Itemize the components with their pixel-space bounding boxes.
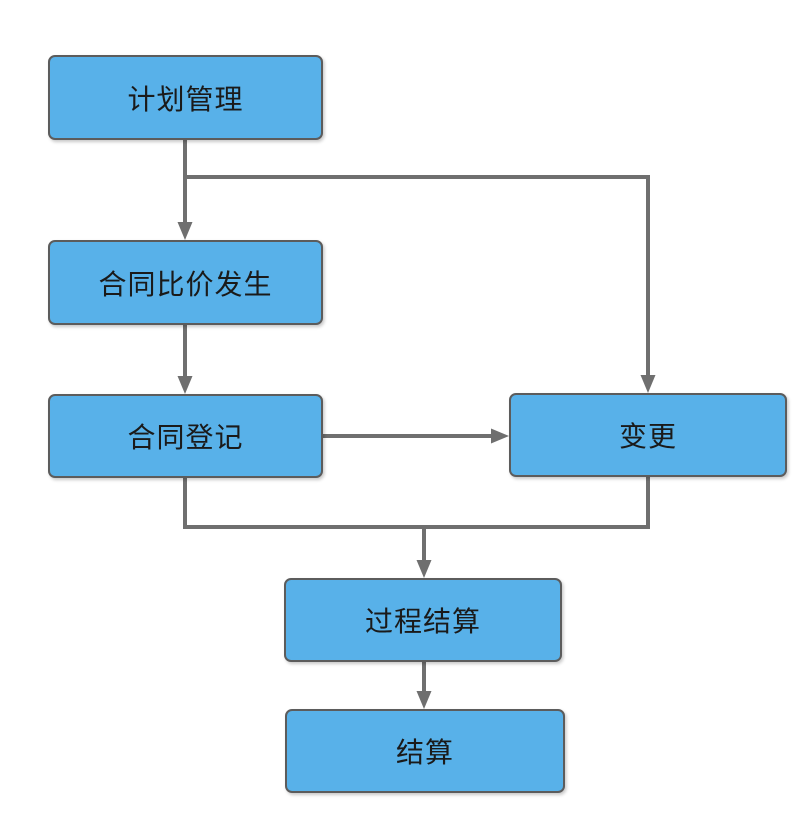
edge-plan-to-price-comparison bbox=[177, 140, 193, 240]
node-label: 合同登记 bbox=[127, 422, 244, 453]
edge-plan-to-change bbox=[185, 175, 656, 393]
node-label: 过程结算 bbox=[364, 606, 481, 637]
node-change: 变更 bbox=[509, 393, 787, 477]
node-process-settlement: 过程结算 bbox=[284, 578, 562, 662]
arrowhead-down-icon bbox=[416, 560, 432, 578]
node-plan-management: 计划管理 bbox=[48, 55, 323, 140]
arrowhead-down-icon bbox=[640, 375, 656, 393]
edge-price-comparison-to-registration bbox=[177, 325, 193, 394]
arrowhead-down-icon bbox=[416, 691, 432, 709]
edge-merge-to-process-settlement bbox=[183, 477, 650, 578]
node-contract-price-comparison: 合同比价发生 bbox=[48, 240, 323, 325]
edge-process-settlement-to-settlement bbox=[416, 662, 432, 709]
node-label: 合同比价发生 bbox=[98, 268, 273, 300]
arrowhead-right-icon bbox=[491, 428, 509, 444]
arrowhead-down-icon bbox=[177, 222, 193, 240]
node-label: 计划管理 bbox=[127, 83, 244, 115]
node-label: 变更 bbox=[618, 421, 677, 452]
edge-registration-to-change bbox=[323, 428, 509, 444]
node-contract-registration: 合同登记 bbox=[48, 394, 323, 478]
arrowhead-down-icon bbox=[177, 376, 193, 394]
node-label: 结算 bbox=[395, 737, 454, 768]
node-settlement: 结算 bbox=[285, 709, 565, 793]
